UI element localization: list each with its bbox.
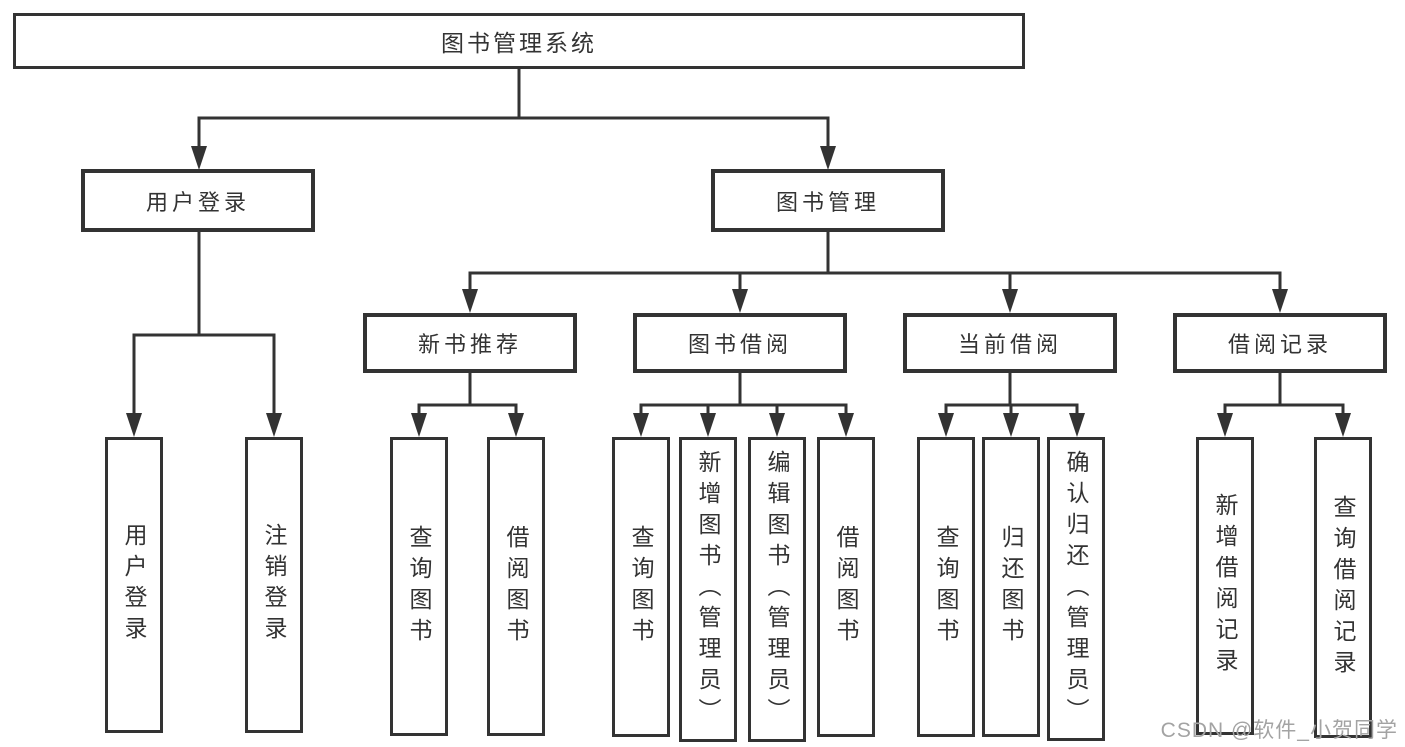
arrowhead — [700, 413, 716, 437]
arrowhead — [1335, 413, 1351, 437]
csdn-watermark: CSDN @软件_小贺同学 — [1160, 719, 1398, 742]
arrowhead — [1217, 413, 1233, 437]
leaf-label: 查询图书 — [933, 525, 959, 649]
leaf-logout: 注销登录 — [245, 437, 303, 733]
node-new-book-recommend: 新书推荐 — [363, 313, 577, 373]
leaf-label: 查询图书 — [406, 524, 432, 649]
arrowhead — [508, 413, 524, 437]
arrowhead — [1002, 289, 1018, 313]
leaf-label: 新增图书（管理员） — [695, 450, 721, 729]
leaf-label: 查询借阅记录 — [1330, 494, 1356, 681]
node-book-management: 图书管理 — [711, 169, 945, 232]
connector-new-book-recommend-to-leaves — [411, 371, 524, 437]
arrowhead — [191, 146, 207, 170]
arrowhead — [1003, 413, 1019, 437]
leaf-label: 确认归还（管理员） — [1063, 449, 1089, 729]
leaf-label: 编辑图书（管理员） — [764, 450, 790, 729]
leaf-borrow-edit-books-admin: 编辑图书（管理员） — [748, 437, 806, 742]
node-library-system: 图书管理系统 — [13, 13, 1025, 69]
arrowhead — [126, 413, 142, 437]
arrowhead — [462, 289, 478, 313]
leaf-borrow-query-books: 查询图书 — [612, 437, 670, 737]
arrowhead — [769, 413, 785, 437]
leaf-label: 新增借阅记录 — [1212, 493, 1238, 679]
leaf-recommend-query-books: 查询图书 — [390, 437, 448, 736]
leaf-recommend-borrow-books: 借阅图书 — [487, 437, 545, 736]
arrowhead — [838, 413, 854, 437]
arrowhead — [820, 146, 836, 170]
arrowhead — [1272, 289, 1288, 313]
leaf-records-add-record: 新增借阅记录 — [1196, 437, 1254, 735]
leaf-records-query-record: 查询借阅记录 — [1314, 437, 1372, 738]
connector-book-borrow-to-leaves — [633, 371, 854, 437]
leaf-label: 用户登录 — [121, 523, 147, 647]
leaf-label: 查询图书 — [628, 525, 654, 649]
node-book-borrow: 图书借阅 — [633, 313, 847, 373]
leaf-label: 归还图书 — [998, 525, 1024, 649]
leaf-current-query-books: 查询图书 — [917, 437, 975, 737]
connector-borrow-records-to-leaves — [1217, 371, 1351, 437]
connector-current-borrow-to-leaves — [938, 371, 1085, 437]
arrowhead — [266, 413, 282, 437]
arrowhead — [938, 413, 954, 437]
node-current-borrow: 当前借阅 — [903, 313, 1117, 373]
leaf-borrow-add-books-admin: 新增图书（管理员） — [679, 437, 737, 742]
leaf-label: 借阅图书 — [503, 524, 529, 649]
arrowhead — [732, 289, 748, 313]
leaf-current-return-books: 归还图书 — [982, 437, 1040, 737]
arrowhead — [1069, 413, 1085, 437]
leaf-borrow-borrow-books: 借阅图书 — [817, 437, 875, 737]
leaf-current-confirm-return-admin: 确认归还（管理员） — [1047, 437, 1105, 741]
arrowhead — [411, 413, 427, 437]
arrowhead — [633, 413, 649, 437]
leaf-label: 借阅图书 — [833, 525, 859, 649]
connector-root-to-level2 — [191, 67, 836, 170]
leaf-user-login: 用户登录 — [105, 437, 163, 733]
connector-book-management-to-level3 — [462, 230, 1288, 313]
node-user-login: 用户登录 — [81, 169, 315, 232]
node-borrow-records: 借阅记录 — [1173, 313, 1387, 373]
connector-user-login-to-leaves — [126, 230, 282, 437]
leaf-label: 注销登录 — [261, 523, 287, 647]
